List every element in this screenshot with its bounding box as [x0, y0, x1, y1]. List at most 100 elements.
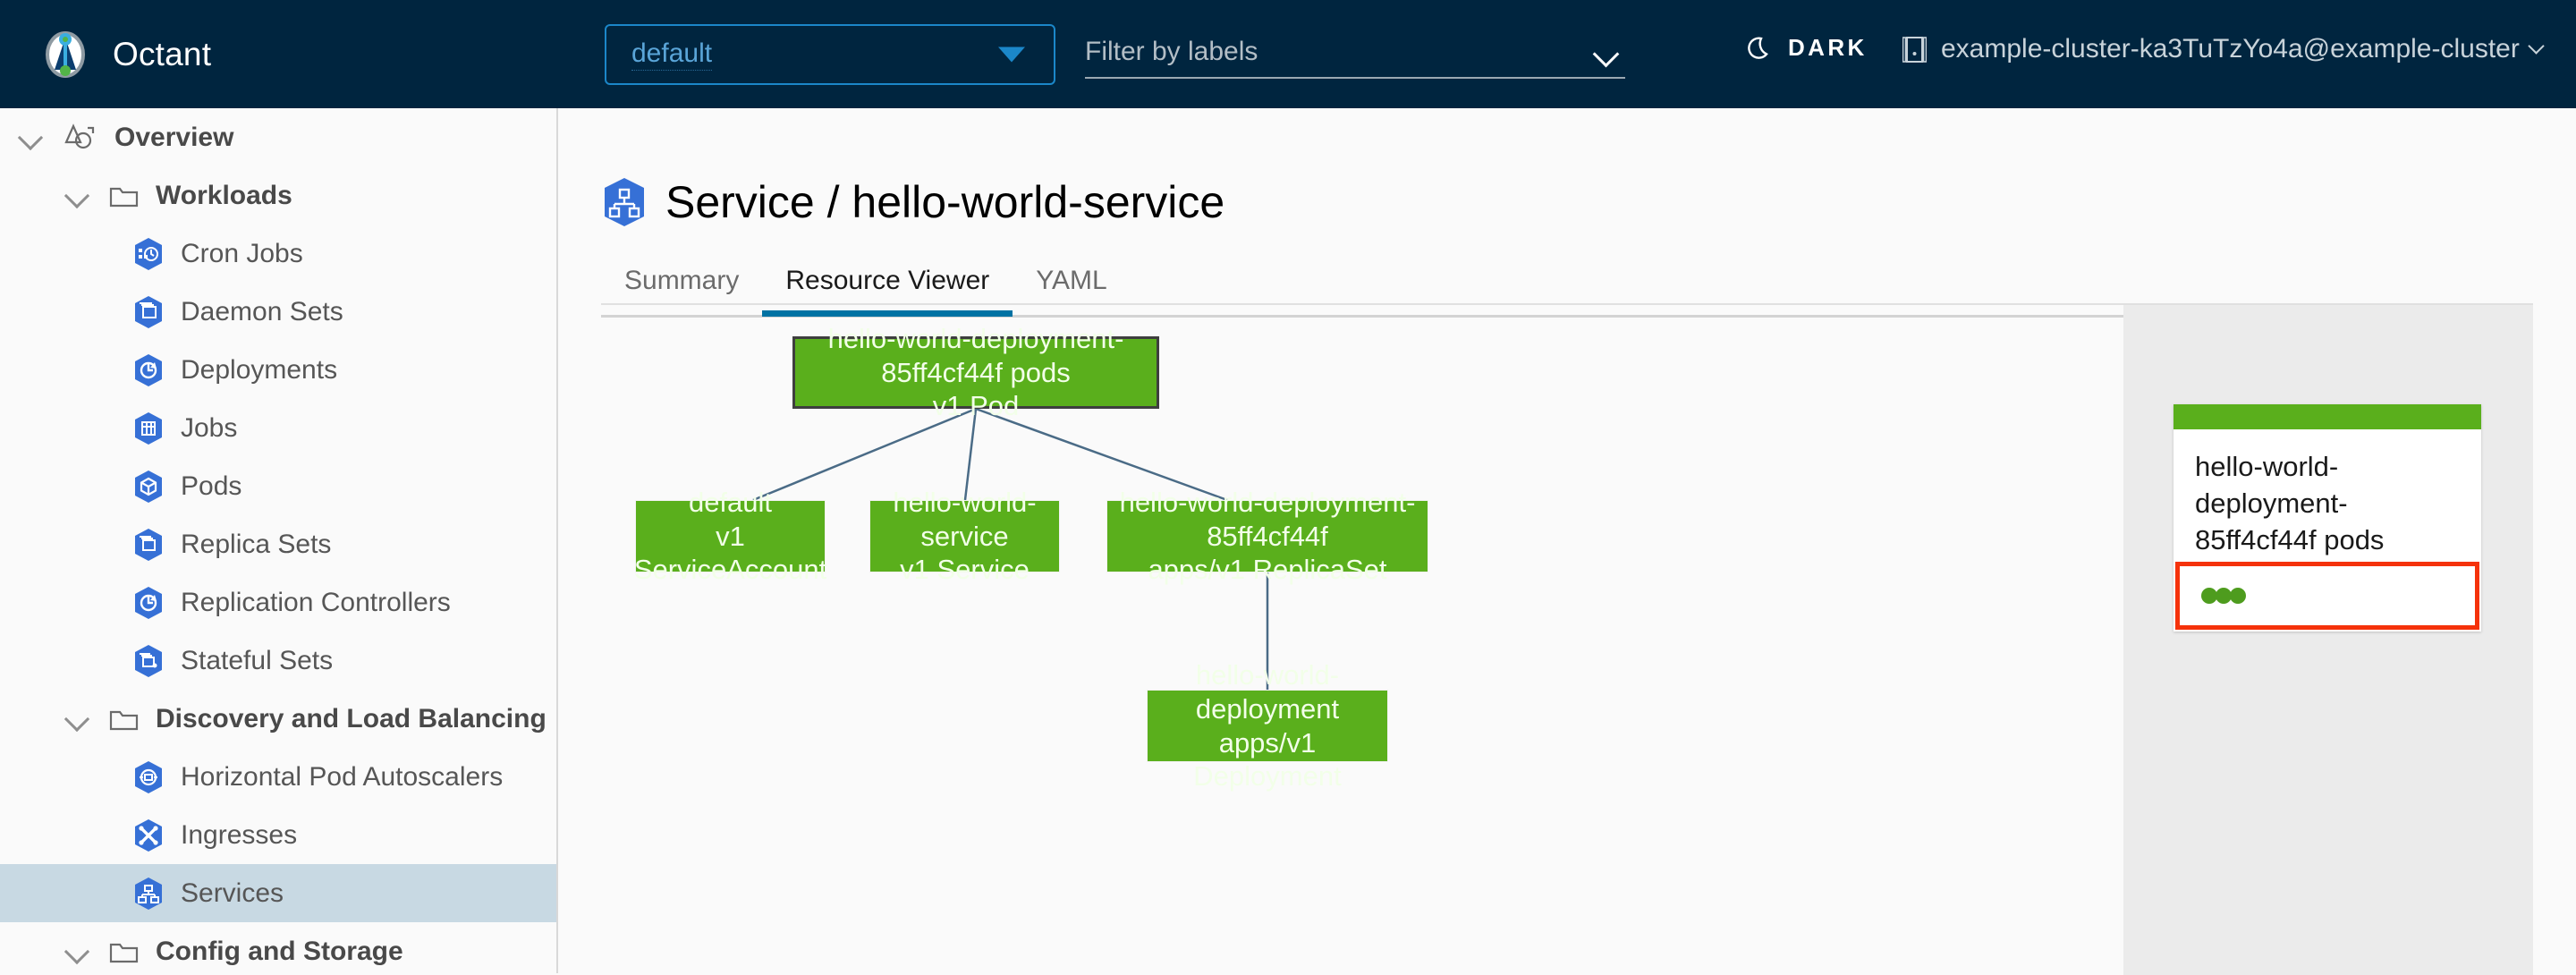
selected-node-card[interactable]: hello-world-deployment-85ff4cf44f pods — [2174, 404, 2481, 632]
sidebar-item-label: Replica Sets — [181, 529, 332, 559]
graph-node-name: hello-world-deployment-85ff4cf44f pods — [827, 322, 1124, 388]
card-title: hello-world-deployment-85ff4cf44f pods — [2195, 451, 2385, 555]
sidebar-item-label: Overview — [114, 122, 234, 152]
sidebar-item-deployments[interactable]: Deployments — [0, 341, 556, 399]
page-title: Service / hello-world-service — [665, 177, 1225, 227]
sidebar-item-replica-sets[interactable]: Replica Sets — [0, 515, 556, 573]
cluster-picker-label: example-cluster-ka3TuTzYo4a@example-clus… — [1941, 34, 2520, 64]
chevron-down-icon[interactable] — [64, 183, 89, 208]
sidebar-item-label: Config and Storage — [156, 936, 403, 966]
octant-logo-icon — [39, 29, 91, 81]
sidebar-item-horizontal-pod-autoscalers[interactable]: Horizontal Pod Autoscalers — [0, 748, 556, 806]
graph-node-name: hello-world-service — [893, 486, 1037, 552]
sidebar-item-label: Horizontal Pod Autoscalers — [181, 761, 504, 792]
graph-node-kind: apps/v1 ReplicaSet — [1148, 554, 1387, 586]
top-header: Octant default Filter by labels DARK exa… — [0, 0, 2576, 108]
k8s-job-icon — [132, 411, 165, 445]
sidebar-item-label: Pods — [181, 471, 242, 501]
sidebar-item-label: Services — [181, 878, 284, 908]
chevron-down-icon[interactable] — [1595, 43, 1618, 66]
folder-icon — [109, 707, 140, 732]
sidebar-item-label: Jobs — [181, 412, 238, 443]
sidebar-item-label: Stateful Sets — [181, 645, 334, 675]
overview-icon — [63, 123, 98, 153]
sidebar-item-workloads[interactable]: Workloads — [0, 166, 556, 225]
graph-node-name: hello-world-deployment-85ff4cf44f — [1119, 486, 1416, 552]
k8s-hpa-icon — [132, 760, 165, 794]
sidebar-item-label: Ingresses — [181, 819, 298, 850]
cluster-picker[interactable]: example-cluster-ka3TuTzYo4a@example-clus… — [1902, 34, 2546, 64]
sidebar-item-label: Discovery and Load Balancing — [156, 703, 547, 733]
status-dot — [2216, 588, 2232, 604]
k8s-statefulset-icon — [132, 644, 165, 678]
graph-node-kind: v1 ServiceAccount — [633, 520, 827, 586]
sidebar-item-label: Cron Jobs — [181, 238, 303, 268]
graph-node-kind: v1 Pod — [932, 390, 1020, 422]
namespace-select[interactable]: default — [605, 24, 1055, 85]
page-header: Service / hello-world-service — [601, 176, 2576, 228]
chevron-down-icon[interactable] — [18, 125, 43, 150]
sidebar-item-cron-jobs[interactable]: Cron Jobs — [0, 225, 556, 283]
graph-node-name: default — [688, 486, 773, 518]
k8s-daemonset-icon — [132, 295, 165, 329]
theme-toggle-label: DARK — [1788, 34, 1868, 61]
folder-icon — [109, 183, 140, 208]
label-filter-placeholder: Filter by labels — [1085, 37, 1258, 66]
sidebar-item-ingresses[interactable]: Ingresses — [0, 806, 556, 864]
sidebar-item-discovery-and-load-balancing[interactable]: Discovery and Load Balancing — [0, 690, 556, 748]
k8s-replicaset-icon — [132, 528, 165, 562]
status-dot — [2230, 588, 2246, 604]
tab-bar: Summary Resource Viewer YAML — [601, 264, 2533, 318]
label-filter-input[interactable]: Filter by labels — [1085, 27, 1625, 79]
theme-toggle[interactable]: DARK — [1747, 34, 1868, 62]
k8s-replicationcontroller-icon — [132, 586, 165, 620]
sidebar-item-daemon-sets[interactable]: Daemon Sets — [0, 283, 556, 341]
sidebar-item-replication-controllers[interactable]: Replication Controllers — [0, 573, 556, 632]
main-content: Service / hello-world-service Summary Res… — [560, 108, 2576, 975]
sidebar-item-pods[interactable]: Pods — [0, 457, 556, 515]
namespace-select-value: default — [631, 38, 713, 71]
brand[interactable]: Octant — [39, 29, 211, 81]
caret-down-icon — [998, 47, 1025, 63]
k8s-ingress-icon — [132, 818, 165, 852]
sidebar-item-jobs[interactable]: Jobs — [0, 399, 556, 457]
status-dots — [2201, 588, 2246, 604]
sidebar-item-services[interactable]: Services — [0, 864, 556, 922]
tab-resource-viewer[interactable]: Resource Viewer — [762, 266, 1013, 317]
chevron-down-icon — [2530, 40, 2546, 55]
graph-node-kind: apps/v1 Deployment — [1193, 726, 1342, 793]
sidebar-item-config-and-storage[interactable]: Config and Storage — [0, 922, 556, 973]
k8s-service-icon — [132, 877, 165, 911]
card-status-bar — [2174, 404, 2481, 429]
sidebar-item-label: Daemon Sets — [181, 296, 343, 326]
folder-icon — [109, 939, 140, 964]
brand-name: Octant — [113, 35, 212, 72]
status-dot — [2201, 588, 2217, 604]
card-pod-status-section[interactable] — [2175, 562, 2479, 630]
graph-node-kind: v1 Service — [900, 554, 1030, 586]
tab-summary[interactable]: Summary — [624, 266, 740, 295]
resource-detail-panel: hello-world-deployment-85ff4cf44f pods — [2123, 305, 2533, 975]
sidebar-item-overview[interactable]: Overview — [0, 108, 556, 166]
sidebar-item-label: Deployments — [181, 354, 338, 385]
cluster-icon — [1902, 36, 1928, 64]
chevron-down-icon[interactable] — [64, 939, 89, 964]
k8s-pod-icon — [132, 470, 165, 504]
tab-yaml[interactable]: YAML — [1036, 266, 1107, 295]
k8s-cronjob-icon — [132, 237, 165, 271]
graph-node-name: hello-world-deployment — [1195, 658, 1340, 725]
sidebar-item-stateful-sets[interactable]: Stateful Sets — [0, 632, 556, 690]
sidebar-item-label: Replication Controllers — [181, 587, 451, 617]
chevron-down-icon[interactable] — [64, 707, 89, 732]
sidebar-item-label: Workloads — [156, 180, 292, 210]
graph-edges — [752, 407, 1269, 690]
k8s-deployment-icon — [132, 353, 165, 387]
